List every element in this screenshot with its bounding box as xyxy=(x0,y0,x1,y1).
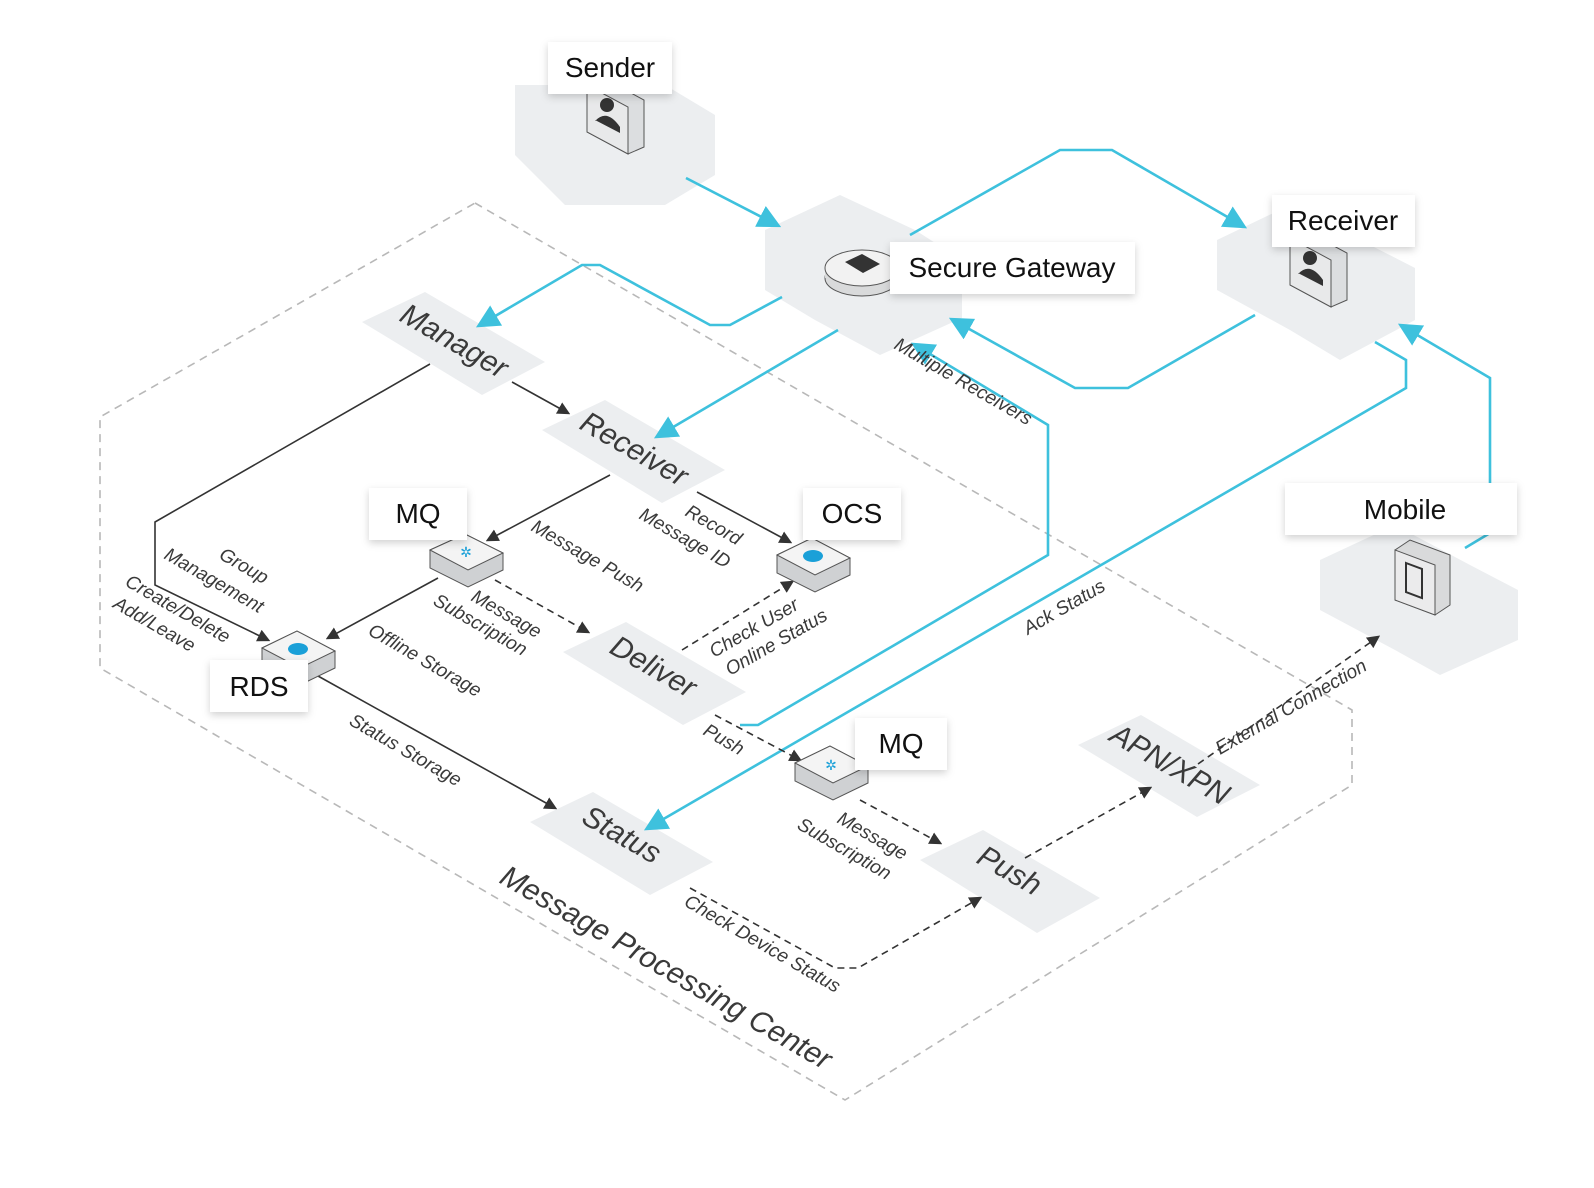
flow-mq2-push xyxy=(859,799,943,845)
label-boxes xyxy=(210,42,1517,770)
node-tile-manager xyxy=(362,292,545,395)
flow-status-push xyxy=(689,887,983,969)
receiver-actor-label: Receiver xyxy=(1288,205,1398,236)
node-tile-status xyxy=(530,792,713,895)
edge-multiple-receivers: Multiple Receivers xyxy=(891,334,1036,430)
blue-flows xyxy=(475,148,1492,831)
flow-deliver-mq2 xyxy=(714,714,803,762)
ocs-block xyxy=(775,537,852,593)
flow-gateway-manager xyxy=(475,263,783,328)
node-tile-push xyxy=(920,830,1100,933)
flow-deliver-gateway xyxy=(740,342,1050,727)
svg-text:✲: ✲ xyxy=(825,758,837,774)
flow-mq-deliver xyxy=(494,579,591,634)
flow-receiver-mq xyxy=(485,474,611,542)
mobile-label: Mobile xyxy=(1364,494,1446,525)
flow-mobile-receiver xyxy=(1397,323,1492,550)
rds-label: RDS xyxy=(229,671,288,702)
edge-status-storage: Status Storage xyxy=(346,710,465,791)
flow-mq-rds xyxy=(325,577,439,640)
mq-top-block: ✲ xyxy=(428,533,505,588)
flow-gateway-receiver xyxy=(909,148,1248,237)
edge-message-push: Message Push xyxy=(528,516,647,597)
flow-gateway-receiver-node xyxy=(653,328,839,439)
message-processing-center-boundary xyxy=(99,202,1353,1101)
person-icon xyxy=(586,77,645,155)
dark-flows xyxy=(154,363,793,810)
flow-receiver-gateway xyxy=(948,313,1256,390)
svg-text:✲: ✲ xyxy=(460,545,472,561)
mobile-device-icon xyxy=(1394,539,1451,616)
flow-rds-status xyxy=(317,675,558,810)
edge-offline-storage: Offline Storage xyxy=(365,620,485,702)
sender-label: Sender xyxy=(565,52,655,83)
gateway-router-icon xyxy=(824,249,900,297)
flow-receiver-ocs xyxy=(696,491,793,544)
flow-manager-receiver xyxy=(511,381,571,415)
mq-top-label: MQ xyxy=(395,498,440,529)
edge-external-connection: External Connection xyxy=(1212,656,1371,760)
flow-sender-gateway xyxy=(685,176,782,228)
node-tile-apn xyxy=(1078,715,1260,817)
flow-manager-rds xyxy=(154,363,431,642)
node-tile-deliver xyxy=(563,622,746,725)
dashed-flows xyxy=(494,579,1381,969)
flow-mobile-status xyxy=(643,340,1408,831)
secure-gateway-label: Secure Gateway xyxy=(909,252,1116,283)
mq-bottom-label: MQ xyxy=(878,728,923,759)
person-icon xyxy=(1289,230,1348,308)
flow-deliver-ocs xyxy=(681,580,795,651)
flow-apn-mobile xyxy=(1197,635,1381,765)
ocs-label: OCS xyxy=(822,498,883,529)
node-tile-receiver xyxy=(542,400,725,503)
flow-push-apn xyxy=(1024,786,1153,859)
